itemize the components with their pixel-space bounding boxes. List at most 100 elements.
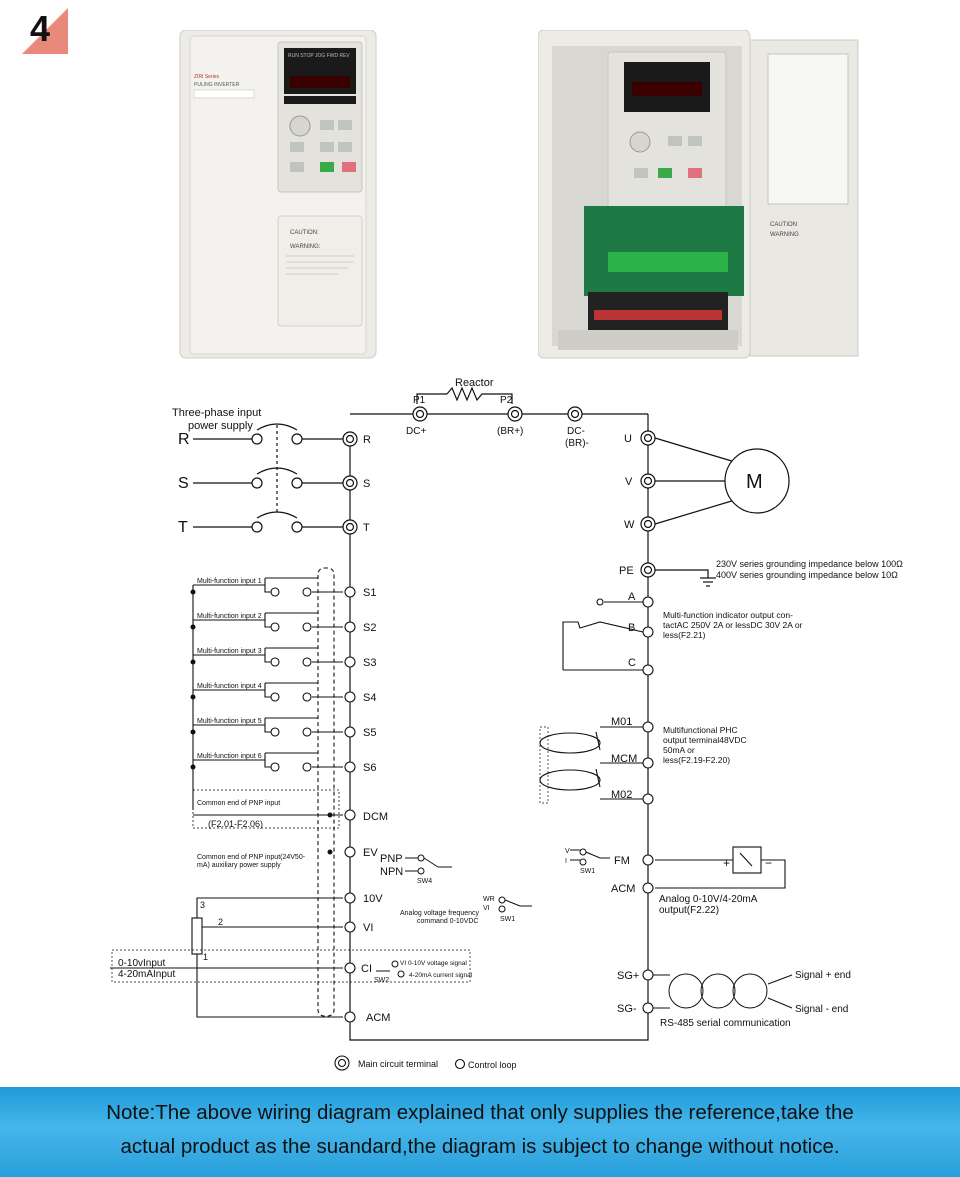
- terminal-m02: M02: [611, 789, 632, 801]
- dc-bus-terminals: [412, 406, 583, 422]
- legend-symbols: [334, 1055, 466, 1071]
- fm-i-label: I: [565, 858, 567, 865]
- inverter-front-photo: RUN STOP JOG FWD REV CAUTION: WARNING: Z…: [179, 30, 377, 359]
- br-minus-label: (BR)-: [565, 438, 589, 449]
- supply-label-1: Three-phase input: [172, 407, 261, 419]
- ground-note-1: 230V series grounding impedance below 10…: [716, 559, 903, 569]
- terminal-s4: S4: [363, 692, 376, 704]
- input-t-label: T: [178, 519, 188, 536]
- ground-note-2: 400V series grounding impedance below 10…: [716, 570, 898, 580]
- rs485-label: RS-485 serial communication: [660, 1018, 791, 1029]
- terminal-s: S: [363, 478, 370, 490]
- terminal-s6: S6: [363, 762, 376, 774]
- sw1-analog-switch: [498, 896, 532, 913]
- relay-a: A: [628, 591, 636, 603]
- sw1-wr: WR: [483, 896, 495, 903]
- relay-desc-3: less(F2.21): [663, 630, 706, 640]
- sw1-analog-label: SW1: [500, 916, 515, 923]
- input-label-4: Multi-function input 4: [197, 683, 262, 690]
- phc-desc-2: output terminal48VDC: [663, 735, 747, 745]
- output-v: V: [625, 476, 633, 488]
- sw4-label: SW4: [417, 878, 432, 885]
- terminal-vi: VI: [363, 922, 373, 934]
- supply-label-2: power supply: [188, 420, 253, 432]
- sw2-label: SW2: [374, 977, 389, 984]
- f201-label: (F2.01-F2.06): [208, 819, 263, 829]
- brand-series: ZIRI Series: [194, 74, 220, 80]
- note-line-1: Note:The above wiring diagram explained …: [106, 1101, 854, 1124]
- common-pnp-label: Common end of PNP input: [197, 800, 280, 807]
- reactor-label: Reactor: [455, 377, 494, 389]
- pot-pin-1: 1: [203, 952, 208, 962]
- meter-minus: −: [765, 856, 772, 870]
- wiring-diagram: Reactor P1 P2 DC+ (BR+) DC- (BR)- Three-…: [110, 377, 903, 1071]
- control-terminals-left: [344, 586, 356, 1023]
- relay-desc-2: tactAC 250V 2A or lessDC 30V 2A or: [663, 620, 803, 630]
- input-label-3: Multi-function input 3: [197, 648, 262, 655]
- pe-label: PE: [619, 565, 634, 577]
- terminal-fm: FM: [614, 855, 630, 867]
- terminal-s5: S5: [363, 727, 376, 739]
- terminal-dcm: DCM: [363, 811, 388, 823]
- terminal-s2: S2: [363, 622, 376, 634]
- terminal-sg-plus: SG+: [617, 970, 639, 982]
- fm-v-label: V: [565, 848, 570, 855]
- terminal-s1: S1: [363, 587, 376, 599]
- analog-freq-2: command 0-10VDC: [417, 918, 478, 925]
- br-plus-label: (BR+): [497, 426, 523, 437]
- analog-out-2: output(F2.22): [659, 905, 719, 916]
- common-aux-2: mA) auxiliary power supply: [197, 862, 281, 869]
- analog-meter: [655, 846, 786, 889]
- terminal-m01: M01: [611, 716, 632, 728]
- input-420ma: 4-20mAInput: [118, 969, 175, 980]
- sw1-vi: VI: [483, 905, 490, 912]
- dc-minus-label: DC-: [567, 426, 585, 437]
- output-u: U: [624, 433, 632, 445]
- pot-pin-3: 3: [200, 900, 205, 910]
- p1-label: P1: [413, 395, 426, 406]
- warning-label-right: WARNING: [770, 232, 799, 238]
- main-terminals-right: [640, 430, 656, 578]
- motor-symbol: M: [746, 471, 763, 493]
- terminal-ev: EV: [363, 847, 378, 859]
- terminal-acm-left: ACM: [366, 1012, 390, 1024]
- terminal-ci: CI: [361, 963, 372, 975]
- supply-breaker: [193, 423, 343, 533]
- terminal-s3: S3: [363, 657, 376, 669]
- control-terminals-right: [642, 596, 654, 1014]
- note-line-2: actual product as the suandard,the diagr…: [120, 1135, 840, 1158]
- legend-main-circuit: Main circuit terminal: [358, 1059, 438, 1069]
- input-label-2: Multi-function input 2: [197, 613, 262, 620]
- potentiometer: [110, 897, 471, 1018]
- input-label-5: Multi-function input 5: [197, 718, 262, 725]
- phc-desc-3: 50mA or: [663, 745, 695, 755]
- ci-signal-label: 4-20mA current signal: [409, 972, 473, 979]
- caution-label-right: CAUTION: [770, 222, 797, 228]
- sw1-fm-switch: [570, 848, 610, 866]
- signal-plus-end: Signal + end: [795, 970, 851, 981]
- terminal-mcm: MCM: [611, 753, 637, 765]
- pnp-label: PNP: [380, 853, 403, 865]
- step-number: 4: [30, 8, 51, 49]
- terminal-t: T: [363, 522, 370, 534]
- input-r-label: R: [178, 431, 190, 448]
- analog-freq-1: Analog voltage frequency: [400, 910, 479, 917]
- signal-minus-end: Signal - end: [795, 1004, 848, 1015]
- legend-control-loop: Control loop: [468, 1060, 517, 1070]
- terminal-10v: 10V: [363, 893, 383, 905]
- ground-symbol: [655, 569, 716, 587]
- relay-b: B: [628, 622, 635, 634]
- vi-signal-label: VI 0-10V voltage signal: [400, 960, 467, 967]
- relay-desc-1: Multi-function indicator output con-: [663, 610, 793, 620]
- main-terminals-left: [342, 431, 358, 535]
- rs485-twisted-pair: [653, 973, 793, 1009]
- sw2-switch: [376, 960, 405, 978]
- brand-name: PULING INVERTER: [194, 82, 240, 88]
- terminal-acm-right: ACM: [611, 883, 635, 895]
- phc-outputs: [539, 726, 643, 804]
- p2-label: P2: [500, 395, 513, 406]
- dc-plus-label: DC+: [406, 426, 426, 437]
- common-aux-1: Common end of PNP input(24V50-: [197, 854, 306, 861]
- meter-plus: +: [723, 856, 730, 870]
- inverter-open-photo: CAUTION WARNING: [538, 30, 859, 359]
